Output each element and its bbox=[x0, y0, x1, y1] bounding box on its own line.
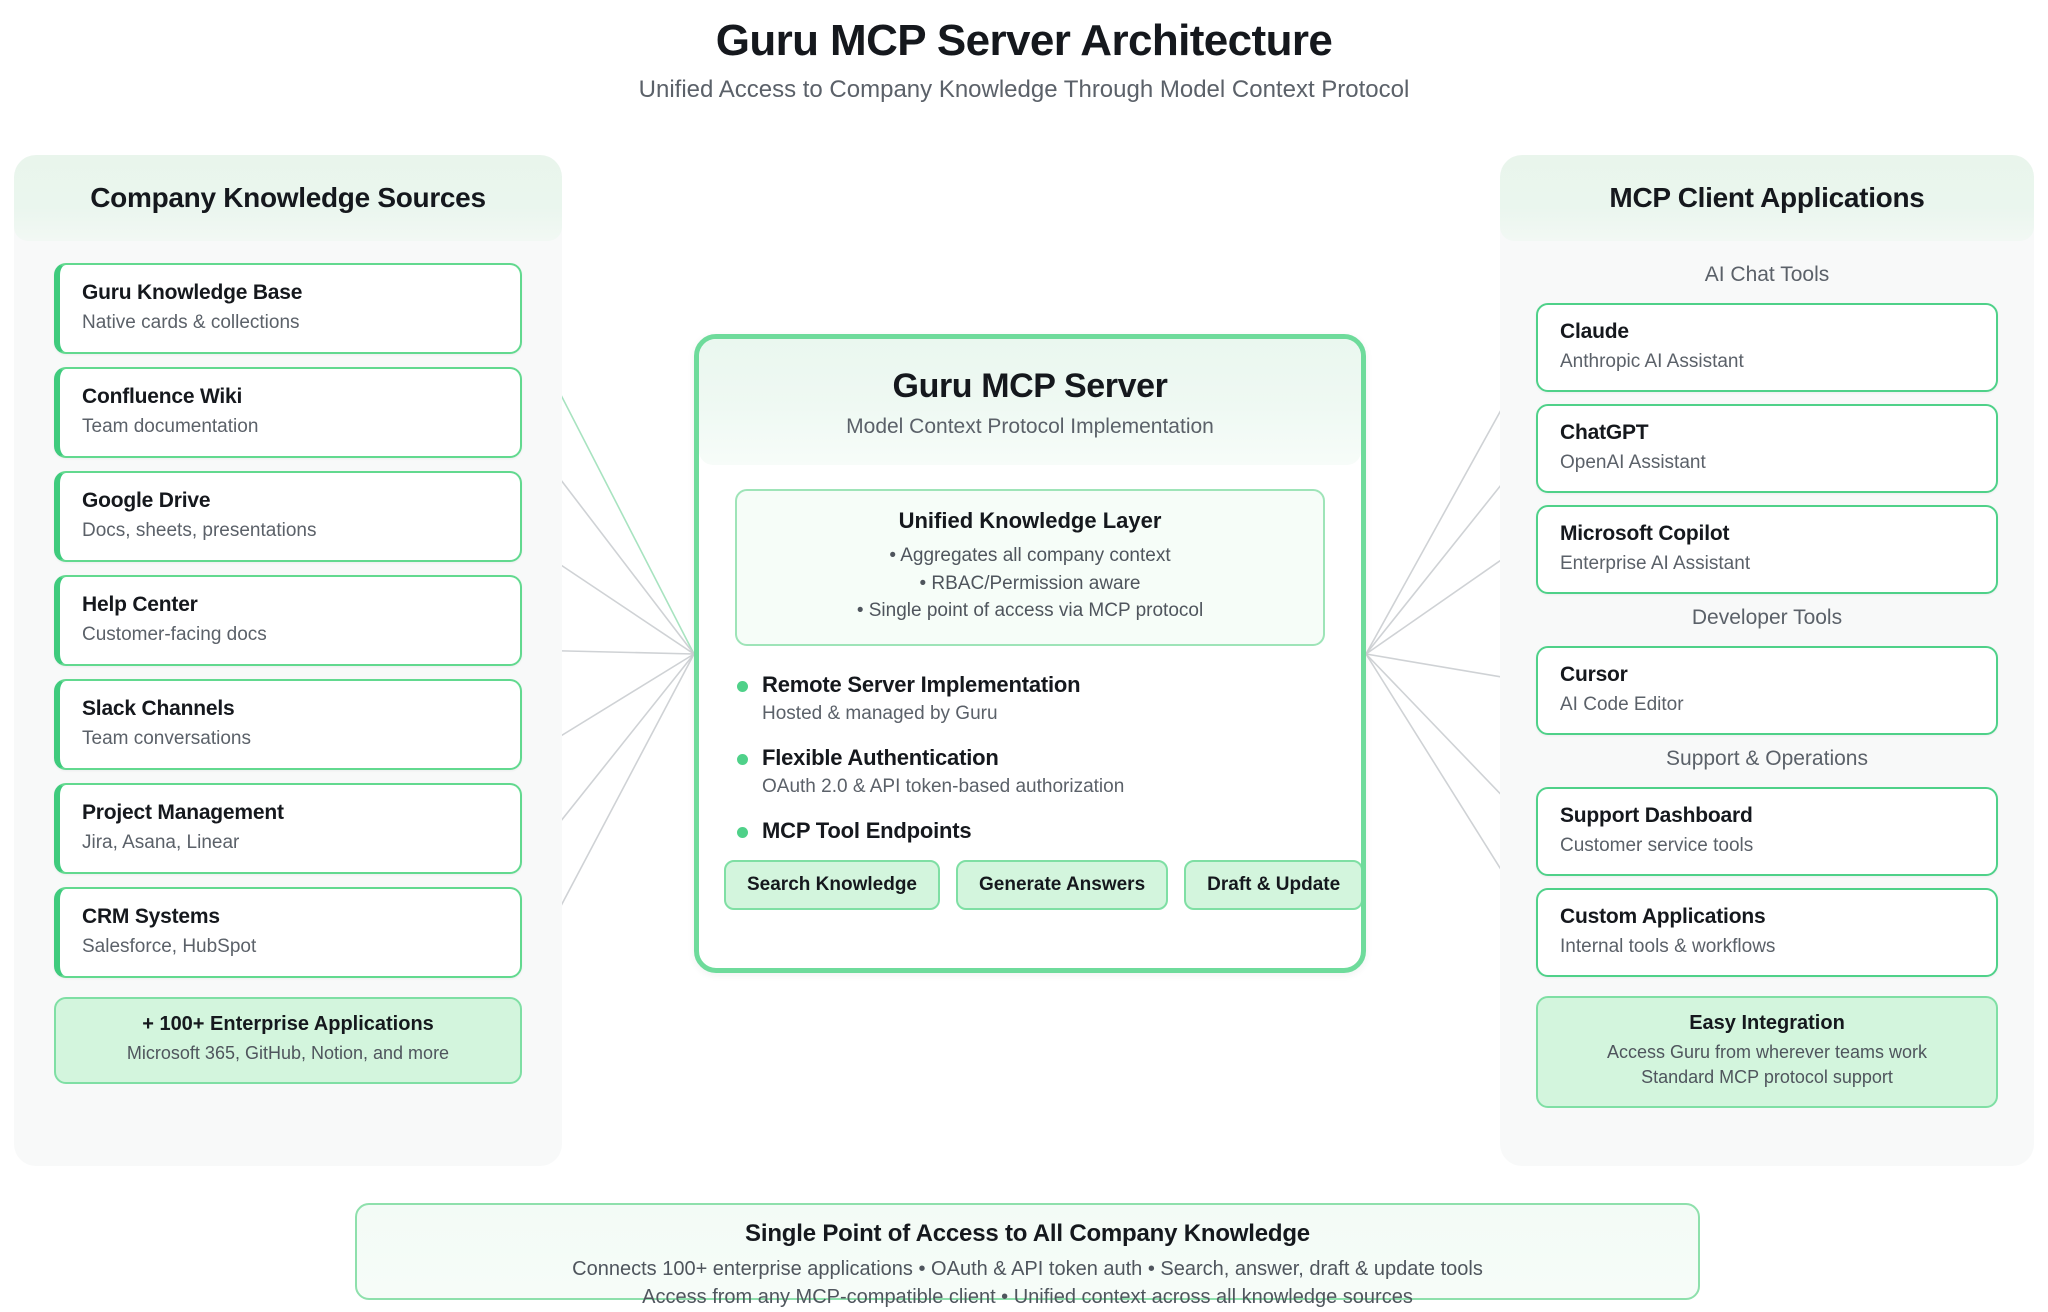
knowledge-sources-panel: Company Knowledge Sources Guru Knowledge… bbox=[14, 155, 562, 1166]
client-applications-title: MCP Client Applications bbox=[1609, 182, 1925, 213]
mcp-server-title: Guru MCP Server bbox=[892, 367, 1168, 405]
server-feature-list: Remote Server Implementation Hosted & ma… bbox=[737, 672, 1361, 844]
feature-name: MCP Tool Endpoints bbox=[762, 817, 972, 843]
knowledge-sources-header: Company Knowledge Sources bbox=[14, 155, 562, 241]
bullet-icon bbox=[737, 753, 748, 765]
source-card[interactable]: Help Center Customer-facing docs bbox=[54, 575, 522, 666]
source-card[interactable]: Google Drive Docs, sheets, presentations bbox=[54, 471, 522, 562]
source-name: Slack Channels bbox=[82, 697, 235, 720]
enterprise-apps-sub: Microsoft 365, GitHub, Notion, and more bbox=[126, 1043, 450, 1063]
client-desc: Internal tools & workflows bbox=[1560, 936, 1776, 958]
tool-chip-draft-update[interactable]: Draft & Update bbox=[1184, 859, 1361, 910]
mcp-server-subtitle: Model Context Protocol Implementation bbox=[846, 415, 1214, 438]
client-card[interactable]: Claude Anthropic AI Assistant bbox=[1536, 303, 1998, 392]
source-desc: Team conversations bbox=[82, 728, 251, 750]
client-applications-list: AI Chat Tools Claude Anthropic AI Assist… bbox=[1500, 241, 2034, 1109]
easy-integration-line-1: Access Guru from wherever teams work bbox=[1606, 1042, 1928, 1062]
client-desc: OpenAI Assistant bbox=[1560, 452, 1706, 474]
client-card[interactable]: Cursor AI Code Editor bbox=[1536, 646, 1998, 735]
source-desc: Jira, Asana, Linear bbox=[82, 832, 240, 854]
source-desc: Salesforce, HubSpot bbox=[82, 936, 257, 958]
client-card[interactable]: ChatGPT OpenAI Assistant bbox=[1536, 404, 1998, 493]
source-desc: Native cards & collections bbox=[82, 312, 300, 334]
mcp-tool-endpoints: Search Knowledge Generate Answers Draft … bbox=[724, 859, 1361, 910]
page-subtitle: Unified Access to Company Knowledge Thro… bbox=[638, 76, 1410, 103]
summary-banner: Single Point of Access to All Company Kn… bbox=[355, 1203, 1700, 1308]
client-desc: Enterprise AI Assistant bbox=[1560, 553, 1751, 575]
tool-chip-search-knowledge[interactable]: Search Knowledge bbox=[724, 859, 940, 910]
easy-integration-highlight: Easy Integration Access Guru from wherev… bbox=[1536, 996, 1998, 1109]
client-applications-panel: MCP Client Applications AI Chat Tools Cl… bbox=[1500, 155, 2034, 1166]
feature-name: Flexible Authentication bbox=[762, 744, 999, 770]
easy-integration-line-2: Standard MCP protocol support bbox=[1641, 1067, 1893, 1088]
client-name: Support Dashboard bbox=[1560, 804, 1753, 827]
client-desc: AI Code Editor bbox=[1560, 694, 1684, 716]
client-desc: Customer service tools bbox=[1560, 835, 1754, 857]
summary-title: Single Point of Access to All Company Kn… bbox=[745, 1220, 1310, 1247]
source-name: Confluence Wiki bbox=[82, 385, 243, 408]
knowledge-sources-title: Company Knowledge Sources bbox=[90, 182, 486, 213]
page-title: Guru MCP Server Architecture bbox=[715, 16, 1333, 65]
client-card[interactable]: Microsoft Copilot Enterprise AI Assistan… bbox=[1536, 505, 1998, 594]
unified-knowledge-layer-line: • RBAC/Permission aware bbox=[919, 572, 1141, 594]
source-desc: Team documentation bbox=[82, 416, 259, 438]
feature-desc: OAuth 2.0 & API token-based authorizatio… bbox=[762, 775, 1125, 797]
source-card[interactable]: Project Management Jira, Asana, Linear bbox=[54, 783, 522, 874]
tool-chip-generate-answers[interactable]: Generate Answers bbox=[956, 859, 1169, 910]
bullet-icon bbox=[737, 680, 748, 692]
mcp-server-header: Guru MCP Server Model Context Protocol I… bbox=[699, 339, 1361, 465]
bullet-icon bbox=[737, 826, 748, 838]
unified-knowledge-layer-line: • Aggregates all company context bbox=[889, 545, 1171, 566]
summary-line-1: Connects 100+ enterprise applications • … bbox=[572, 1258, 1483, 1280]
knowledge-sources-list: Guru Knowledge Base Native cards & colle… bbox=[14, 241, 562, 1085]
client-name: Microsoft Copilot bbox=[1560, 522, 1730, 545]
mcp-server-box: Guru MCP Server Model Context Protocol I… bbox=[694, 334, 1366, 973]
feature-desc: Hosted & managed by Guru bbox=[762, 702, 998, 724]
source-name: Help Center bbox=[82, 593, 198, 616]
source-desc: Customer-facing docs bbox=[82, 624, 267, 646]
source-name: CRM Systems bbox=[82, 905, 220, 928]
source-name: Google Drive bbox=[82, 489, 211, 512]
source-card[interactable]: Slack Channels Team conversations bbox=[54, 679, 522, 770]
easy-integration-title: Easy Integration bbox=[1689, 1012, 1845, 1034]
client-card[interactable]: Custom Applications Internal tools & wor… bbox=[1536, 888, 1998, 977]
client-name: ChatGPT bbox=[1560, 421, 1649, 444]
client-name: Custom Applications bbox=[1560, 905, 1766, 928]
unified-knowledge-layer-line: • Single point of access via MCP protoco… bbox=[856, 600, 1204, 622]
summary-line-2: Access from any MCP-compatible client • … bbox=[642, 1286, 1413, 1309]
source-card[interactable]: Confluence Wiki Team documentation bbox=[54, 367, 522, 458]
feature-item: Flexible Authentication OAuth 2.0 & API … bbox=[737, 745, 1361, 798]
client-card[interactable]: Support Dashboard Customer service tools bbox=[1536, 787, 1998, 876]
client-desc: Anthropic AI Assistant bbox=[1560, 351, 1744, 373]
unified-knowledge-layer: Unified Knowledge Layer • Aggregates all… bbox=[735, 489, 1325, 646]
feature-item: Remote Server Implementation Hosted & ma… bbox=[737, 672, 1361, 725]
client-name: Claude bbox=[1560, 320, 1629, 343]
client-applications-header: MCP Client Applications bbox=[1500, 155, 2034, 241]
feature-item: MCP Tool Endpoints bbox=[737, 818, 1361, 844]
source-desc: Docs, sheets, presentations bbox=[82, 520, 317, 542]
source-card[interactable]: Guru Knowledge Base Native cards & colle… bbox=[54, 263, 522, 354]
feature-name: Remote Server Implementation bbox=[762, 671, 1081, 697]
unified-knowledge-layer-title: Unified Knowledge Layer bbox=[898, 508, 1162, 533]
enterprise-apps-title: + 100+ Enterprise Applications bbox=[142, 1013, 434, 1035]
source-card[interactable]: CRM Systems Salesforce, HubSpot bbox=[54, 887, 522, 978]
source-name: Project Management bbox=[82, 801, 284, 824]
source-name: Guru Knowledge Base bbox=[82, 281, 303, 304]
client-name: Cursor bbox=[1560, 663, 1628, 686]
group-label-support-operations: Support & Operations bbox=[1666, 747, 1868, 770]
group-label-ai-chat-tools: AI Chat Tools bbox=[1704, 263, 1830, 286]
group-label-developer-tools: Developer Tools bbox=[1691, 606, 1843, 629]
enterprise-apps-highlight: + 100+ Enterprise Applications Microsoft… bbox=[54, 997, 522, 1085]
